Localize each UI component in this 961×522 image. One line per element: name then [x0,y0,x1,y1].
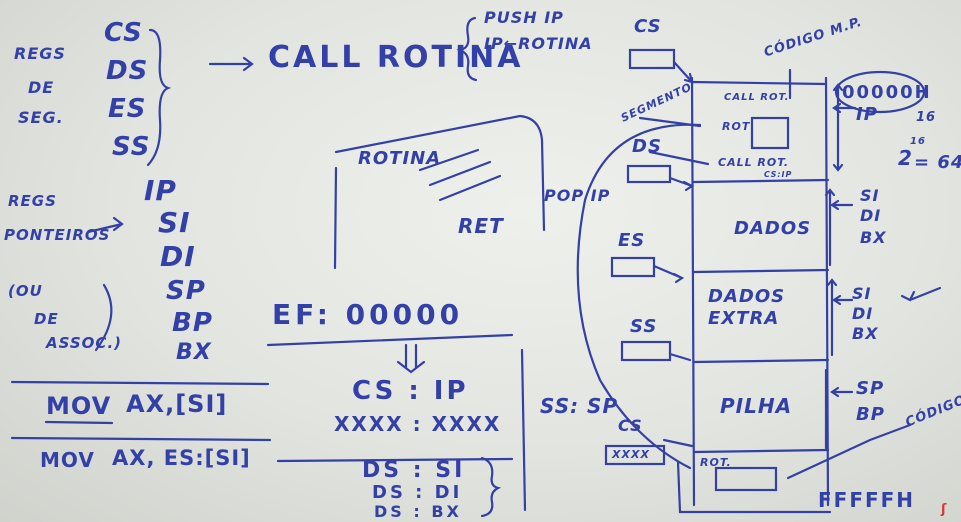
right-bp: BP [856,404,885,425]
ptr-reg-si: SI [158,206,191,239]
code-note-5: ROT. [700,456,732,469]
math-2: 2 [898,146,913,170]
seg-ds-label: DS [632,136,662,157]
rotina-pop-ip: POP IP [544,186,611,205]
right-bx-2: BX [852,324,879,343]
call-ip-rotina: IP←ROTINA [484,34,593,53]
ptr-reg-bp: BP [172,308,213,338]
cs-box-value: XXXX [612,448,650,461]
code-note-3: CALL ROT. [718,156,790,169]
ss-sp-label: SS: SP [540,394,619,418]
rotina-title: ROTINA [358,148,442,169]
top-address: 00000H [842,82,932,103]
section-pilha: PILHA [720,394,793,418]
seg-reg-cs: CS [104,18,143,48]
channel-logo-icon: ʃ [941,502,947,517]
ptr-reg-sp: SP [166,276,206,306]
seg-reg-es: ES [108,94,147,124]
ptr-alt-3: ASSOC.) [46,334,122,352]
cs-ip-label: CS : IP [352,376,469,406]
bottom-address: FFFFFH [818,488,916,512]
code-note-4: CS:IP [764,170,793,179]
math-16a: 16 [916,110,937,125]
mov1-op: MOV [46,392,112,420]
ds-bx: DS : BX [374,502,462,521]
seg-regs-label-3: SEG. [18,108,64,127]
seg-ss-label: SS [630,316,658,337]
right-ip: IP [856,104,878,125]
ptr-alt-1: (OU [8,282,43,300]
section-dados-extra: DADOS EXTRA [708,286,786,329]
code-note-1: CALL ROT. [724,92,790,103]
right-sp: SP [856,378,885,399]
mov1-args: AX,[SI] [126,390,228,418]
ds-si: DS : SI [362,458,466,483]
seg-es-label: ES [618,230,646,251]
right-di-2: DI [852,304,874,323]
ds-di: DS : DI [372,482,463,503]
ptr-alt-2: DE [34,310,59,328]
ptr-reg-di: DI [160,240,196,273]
cs-ip-value: XXXX : XXXX [334,412,502,436]
right-di-1: DI [860,206,882,225]
right-si-1: SI [860,186,880,205]
math-16b: 16 [910,136,926,147]
ptr-regs-label-2: PONTEIROS [4,226,111,244]
ef-value: EF: 00000 [272,298,464,331]
mov2-args: AX, ES:[SI] [112,446,251,470]
call-push-ip: PUSH IP [484,8,564,27]
seg-cs2-label: CS [618,416,643,435]
right-bx-1: BX [860,228,887,247]
seg-regs-label-2: DE [28,78,55,97]
ptr-reg-bx: BX [176,340,212,365]
seg-regs-label-1: REGS [14,44,66,63]
code-note-2: ROT [722,120,751,133]
seg-reg-ss: SS [112,132,151,162]
right-si-2: SI [852,284,872,303]
call-rotina: CALL ROTINA [268,40,524,75]
section-dados: DADOS [734,218,812,239]
rotina-ret: RET [458,214,504,238]
seg-reg-ds: DS [106,56,149,86]
seg-cs-label: CS [634,16,662,37]
ptr-reg-ip: IP [144,174,177,207]
ptr-regs-label-1: REGS [8,192,57,210]
math-eq: = 64 [914,152,961,173]
mov2-op: MOV [40,448,95,472]
